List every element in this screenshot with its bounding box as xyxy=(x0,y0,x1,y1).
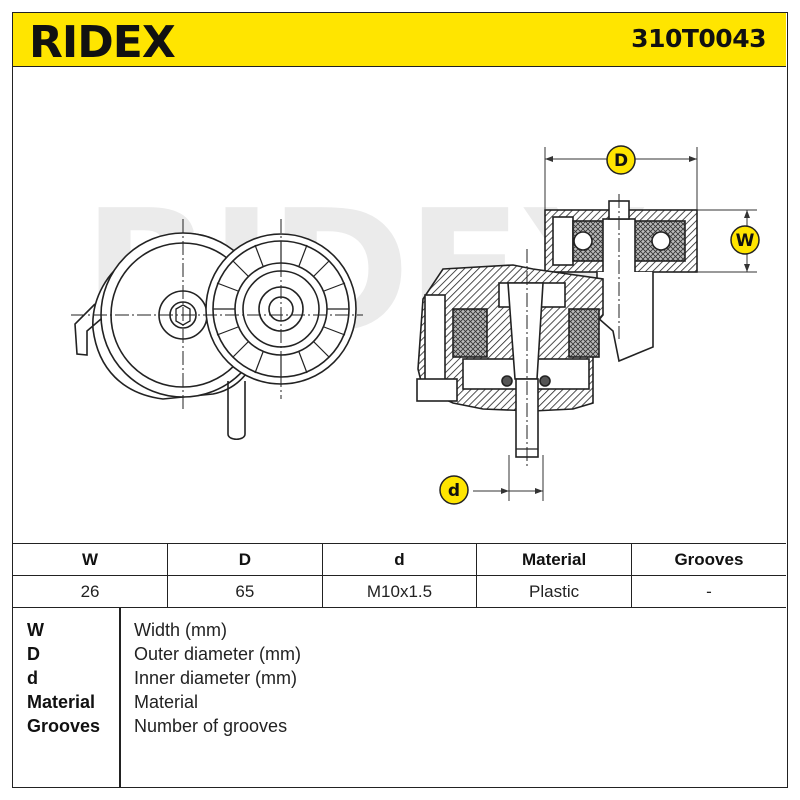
spec-value-grooves: - xyxy=(630,575,786,608)
legend-keys: W D d Material Grooves xyxy=(27,618,100,738)
technical-drawing: RIDEX xyxy=(13,69,786,543)
tensioner-drawing: RIDEX xyxy=(71,145,760,505)
ridex-logo: RIDEX xyxy=(29,19,177,63)
marker-label-D: D xyxy=(614,151,628,171)
legend-descriptions: Width (mm) Outer diameter (mm) Inner dia… xyxy=(134,618,301,738)
dimension-marker-d-outer: D xyxy=(606,145,636,175)
product-sheet: RIDEX 310T0043 RIDEX xyxy=(12,12,788,788)
legend: W D d Material Grooves Width (mm) Outer … xyxy=(13,607,786,788)
legend-desc: Inner diameter (mm) xyxy=(134,668,298,688)
spec-value-row: 26 65 M10x1.5 Plastic - xyxy=(13,575,786,608)
legend-desc: Outer diameter (mm) xyxy=(134,644,302,664)
spec-header-grooves: Grooves xyxy=(630,543,786,576)
front-view xyxy=(71,219,363,441)
legend-key: Grooves xyxy=(27,716,101,736)
spec-table: W D d Material Grooves 26 65 M10x1.5 Pla… xyxy=(13,543,786,608)
header-bar: RIDEX 310T0043 xyxy=(13,13,786,67)
marker-label-d: d xyxy=(448,481,460,501)
marker-label-W: W xyxy=(736,231,755,251)
legend-key: D xyxy=(27,644,40,664)
ridex-logo-text: RIDEX xyxy=(29,19,176,63)
legend-desc: Width (mm) xyxy=(134,620,227,640)
spec-value-d-inner: M10x1.5 xyxy=(321,575,478,608)
dimension-marker-d-inner: d xyxy=(439,475,469,505)
legend-desc: Material xyxy=(134,692,199,712)
part-number: 310T0043 xyxy=(631,24,766,53)
spec-value-material: Plastic xyxy=(476,575,632,608)
legend-key: d xyxy=(27,668,38,688)
spec-header-d-outer: D xyxy=(167,543,323,576)
spec-header-material: Material xyxy=(476,543,632,576)
spec-header-w: W xyxy=(13,543,169,576)
spec-value-w: 26 xyxy=(13,575,169,608)
dimension-marker-w: W xyxy=(730,225,760,255)
legend-key: W xyxy=(27,620,44,640)
spec-value-d-outer: 65 xyxy=(167,575,323,608)
legend-desc: Number of grooves xyxy=(134,716,288,736)
spec-header-row: W D d Material Grooves xyxy=(13,543,786,576)
section-view xyxy=(416,194,698,469)
spec-header-d-inner: d xyxy=(321,543,478,576)
legend-divider xyxy=(119,608,121,788)
legend-key: Material xyxy=(27,692,96,712)
